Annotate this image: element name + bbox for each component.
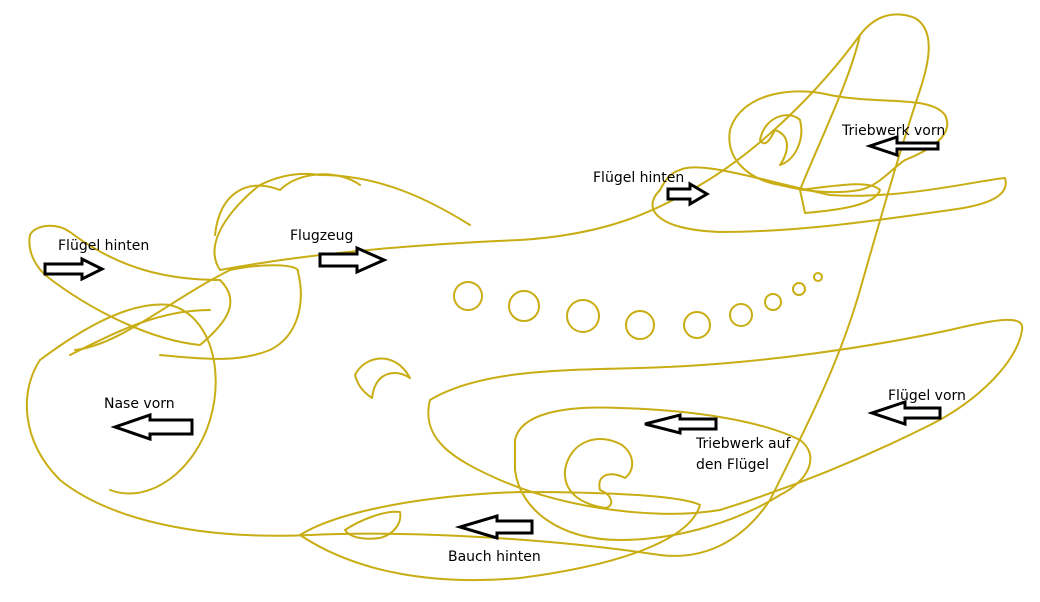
porthole	[508, 290, 540, 322]
label-fluegel-hinten-left: Flügel hinten	[58, 238, 149, 254]
smile-curve	[354, 357, 411, 399]
tail-engine-outline	[728, 90, 949, 194]
label-bauch-hinten: Bauch hinten	[448, 549, 541, 565]
arrow-fluegel-vorn	[867, 399, 942, 427]
tail-engine-inner	[759, 114, 803, 166]
label-triebwerk-fluegel-line1: Triebwerk auf	[695, 436, 791, 452]
belly-window	[344, 510, 402, 540]
label-triebwerk-vorn: Triebwerk vorn	[841, 123, 945, 139]
arrow-fluegel-hinten-right	[666, 181, 710, 207]
cockpit-window	[74, 264, 302, 360]
porthole	[792, 282, 806, 296]
nose-mouth	[69, 309, 211, 356]
arrow-triebwerk-fluegel	[644, 413, 718, 435]
porthole	[764, 293, 782, 311]
porthole	[453, 281, 483, 311]
porthole	[729, 303, 753, 327]
arrow-bauch-hinten	[454, 513, 534, 541]
porthole	[813, 272, 823, 282]
belly-outline	[299, 491, 701, 582]
arrow-nase-vorn	[110, 412, 194, 442]
nose-cloud-bump	[214, 173, 361, 236]
tail-fin-outline	[799, 34, 861, 191]
rear-wing-right-outline	[651, 166, 1007, 233]
arrow-flugzeug	[318, 245, 388, 275]
nose-outline	[39, 303, 217, 495]
wing-engine-inner	[563, 437, 634, 509]
airplane-outline	[25, 13, 1024, 582]
label-triebwerk-fluegel-line2: den Flügel	[696, 457, 769, 473]
label-fluegel-vorn: Flügel vorn	[888, 388, 966, 404]
porthole	[625, 310, 655, 340]
porthole	[566, 299, 600, 333]
label-nase-vorn: Nase vorn	[104, 396, 175, 412]
label-fluegel-hinten-right: Flügel hinten	[593, 170, 684, 186]
label-flugzeug: Flugzeug	[290, 228, 353, 244]
front-wing-outline	[427, 318, 1024, 515]
pointer-arrows	[43, 134, 942, 541]
arrow-fluegel-hinten-left	[43, 256, 106, 282]
porthole	[683, 311, 711, 339]
wing-engine-outline	[514, 406, 812, 541]
labels: Flügel hinten Flugzeug Flügel hinten Tri…	[58, 123, 966, 565]
tail-engine-intake	[799, 183, 881, 214]
arrow-triebwerk-vorn	[865, 134, 940, 158]
